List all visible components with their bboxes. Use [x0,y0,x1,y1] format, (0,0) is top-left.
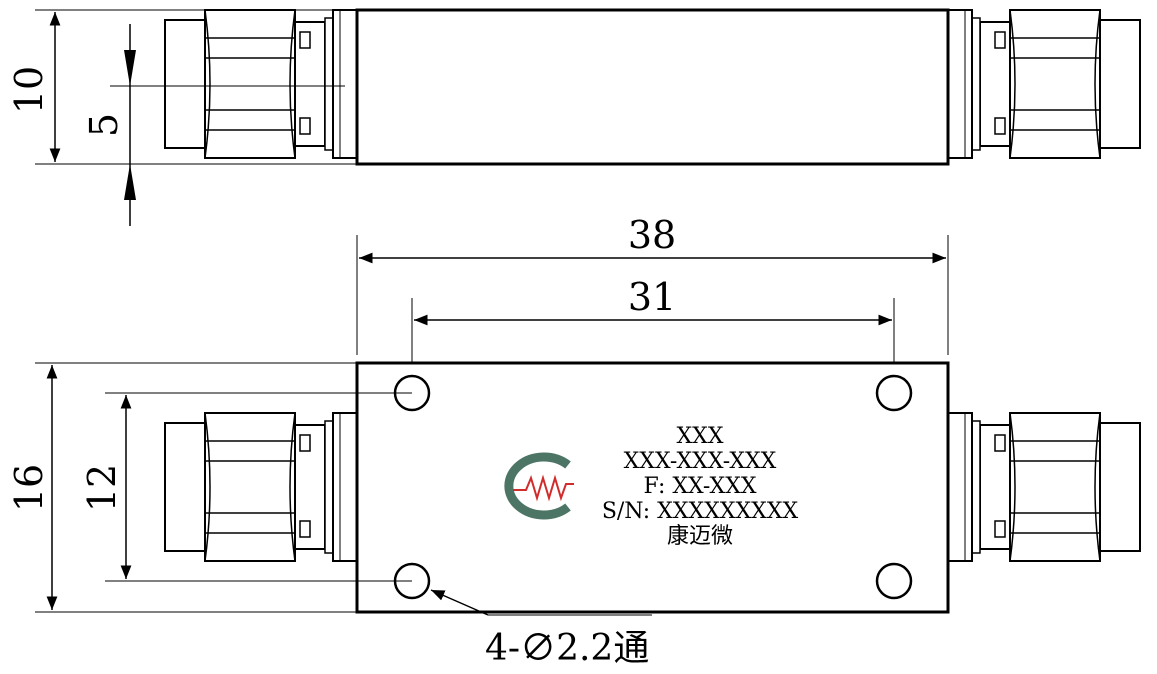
label-line-5: 康迈微 [667,524,733,549]
side-view: 10 5 [7,8,1141,226]
logo-wave [513,474,574,502]
dim-overall-width: 16 [7,464,51,512]
label-line-2: XXX-XXX-XXX [624,449,777,474]
product-label: XXX XXX-XXX-XXX F: XX-XXX S/N: XXXXXXXXX… [602,424,799,549]
mounting-hole [875,374,913,412]
label-line-1: XXX [677,424,724,449]
top-view: 16 12 XXX XXX-XXX-XXX F: XX-XXX S/N: XXX… [7,361,1141,669]
label-line-4: S/N: XXXXXXXXX [602,499,799,524]
connector-left-top [164,412,358,562]
dim-arrow-5-bottom [124,164,136,200]
dim-pin-offset: 5 [82,113,126,137]
connector-left-side [164,9,358,159]
label-line-3: F: XX-XXX [643,474,756,499]
connector-right-side [947,9,1141,159]
company-logo [504,452,574,520]
dim-height-side: 10 [7,66,51,114]
connector-right-top [947,412,1141,562]
dim-hole-spacing-x: 31 [628,275,676,319]
dim-hole-spacing-y: 12 [80,464,124,512]
mounting-hole [875,562,913,600]
logo-ring [504,452,571,520]
callout-leader [430,589,489,616]
filter-body-side [355,8,950,166]
dim-overall-length: 38 [628,213,676,257]
hole-callout: 4-∅2.2通 [485,628,649,669]
horizontal-dimensions: 38 31 [356,213,949,395]
dim-arrow-5-top [124,50,136,86]
filter-body-top [355,361,950,614]
